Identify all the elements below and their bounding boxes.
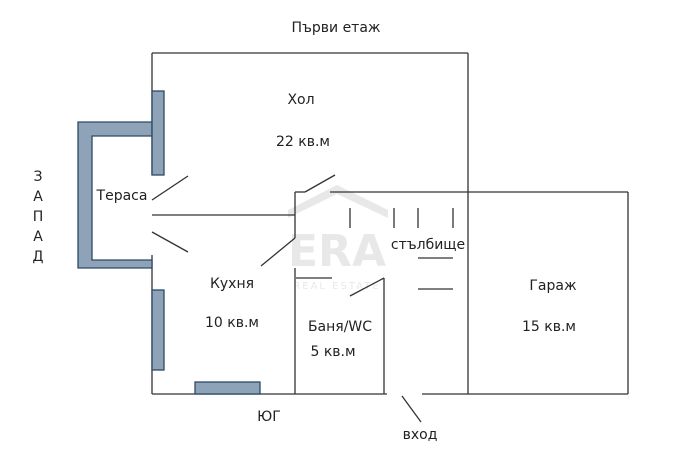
compass-south-label: ЮГ bbox=[257, 409, 281, 425]
compass-west-char: А bbox=[33, 229, 43, 245]
room-kitchen-area: 10 кв.м bbox=[205, 315, 259, 331]
watermark-logo: ERA bbox=[288, 226, 386, 277]
floor-title: Първи етаж bbox=[291, 20, 381, 36]
room-hall-area: 22 кв.м bbox=[276, 134, 330, 150]
compass-west-char: З bbox=[33, 169, 43, 185]
watermark-tagline: REAL ESTATE bbox=[293, 281, 380, 292]
window-south bbox=[194, 381, 261, 395]
compass-west-char: П bbox=[32, 209, 44, 225]
room-kitchen-name: Кухня bbox=[209, 276, 255, 292]
era-watermark: ERA REAL ESTATE bbox=[288, 185, 388, 292]
walls bbox=[151, 52, 629, 423]
entrance-label: вход bbox=[402, 427, 438, 443]
room-stairs-name: стълбище bbox=[390, 237, 466, 253]
window-west-upper bbox=[151, 90, 165, 176]
compass-west-char: Д bbox=[32, 249, 44, 265]
window-west-lower bbox=[151, 289, 165, 371]
windows bbox=[151, 90, 261, 395]
terrace-wall bbox=[77, 121, 153, 269]
room-hall-name: Хол bbox=[287, 92, 315, 108]
watermark-roof bbox=[288, 185, 388, 218]
room-garage-name: Гараж bbox=[529, 278, 577, 294]
room-bathroom-area: 5 кв.м bbox=[310, 344, 356, 360]
room-garage-area: 15 кв.м bbox=[522, 319, 576, 335]
compass-west-char: А bbox=[33, 189, 43, 205]
room-terrace-name: Тераса bbox=[96, 188, 148, 204]
room-bathroom-name: Баня/WC bbox=[307, 319, 373, 335]
